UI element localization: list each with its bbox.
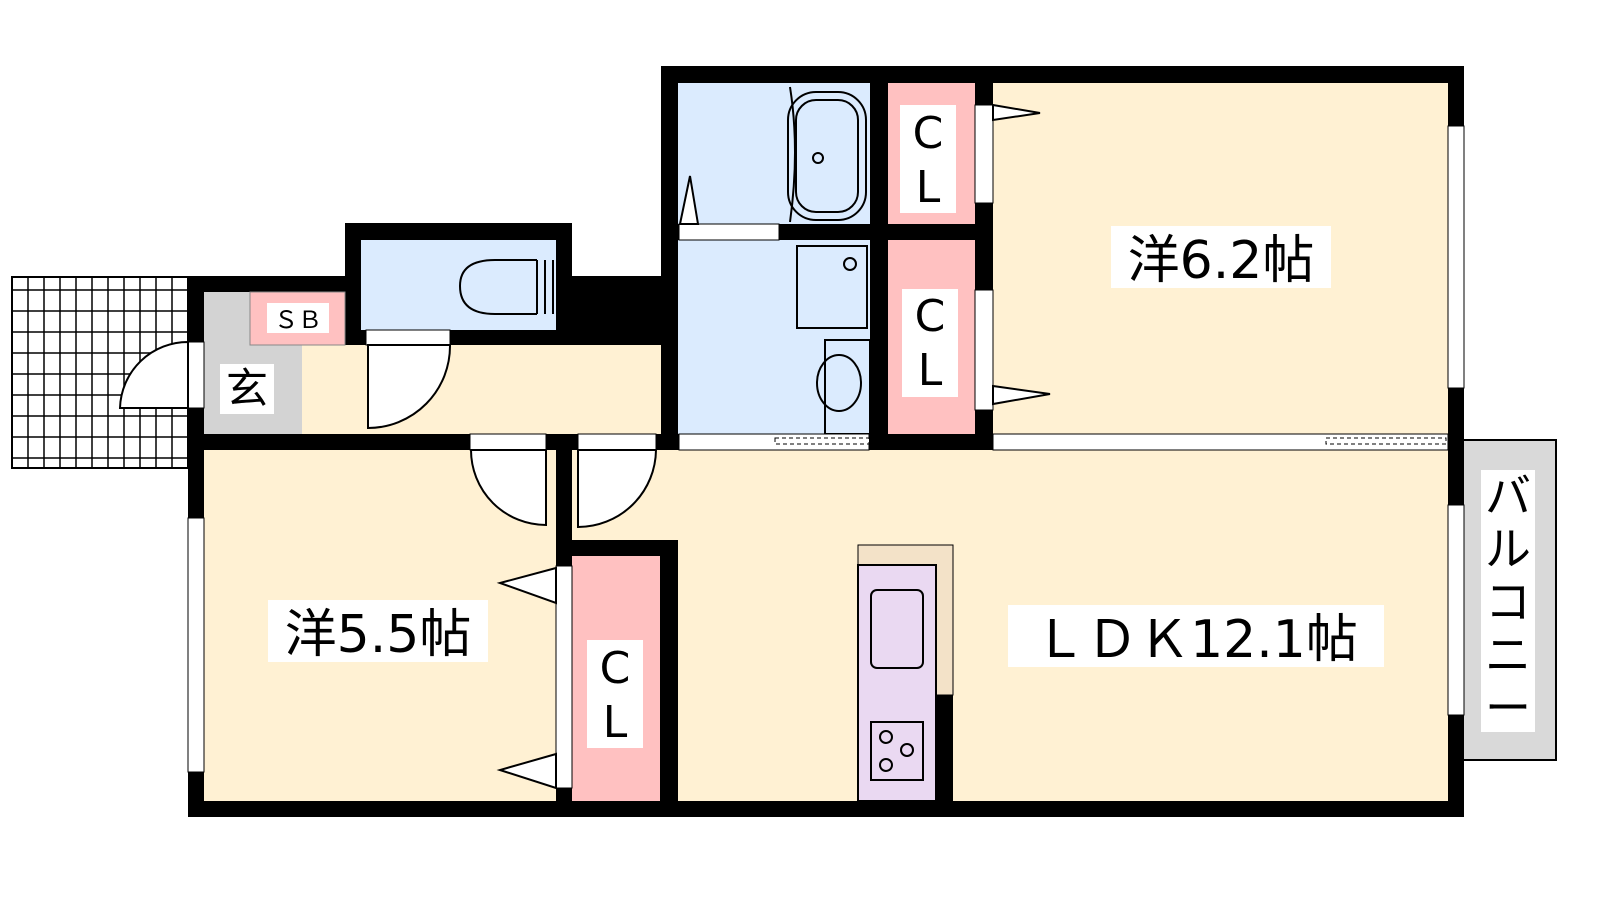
- western-room-2-label: 洋5.5帖: [285, 605, 472, 665]
- doors: [118, 103, 1465, 790]
- toilet-room: [361, 240, 556, 330]
- svg-text:コ: コ: [1485, 575, 1531, 629]
- kitchen-counter: [857, 544, 954, 802]
- sink-icon: [870, 589, 924, 669]
- svg-text:バ: バ: [1485, 469, 1531, 523]
- svg-text:ル: ル: [1485, 522, 1531, 576]
- bathtub-icon: [787, 86, 867, 223]
- bathroom: [678, 83, 870, 224]
- closet-3-label: C L: [587, 640, 643, 748]
- washing-machine-icon: [796, 245, 868, 329]
- svg-text:L: L: [918, 345, 943, 396]
- toilet-icon: [458, 259, 554, 315]
- closet-1-label: C L: [900, 105, 956, 213]
- balcony-label: バ ル コ ニ ー: [1485, 469, 1531, 735]
- ldk-label: ＬＤＫ12.1帖: [1034, 610, 1358, 670]
- entrance-label: 玄: [226, 364, 268, 413]
- svg-text:L: L: [916, 162, 941, 213]
- svg-text:ニ: ニ: [1485, 628, 1531, 682]
- svg-text:C: C: [600, 643, 631, 694]
- western-room-1-label: 洋6.2帖: [1128, 231, 1315, 291]
- svg-text:L: L: [603, 697, 628, 748]
- svg-text:ー: ー: [1485, 681, 1531, 735]
- svg-text:C: C: [913, 108, 944, 159]
- washroom: [678, 240, 870, 434]
- shoe-box-label: ＳＢ: [274, 306, 322, 334]
- hallway: [302, 345, 661, 434]
- stove-icon: [870, 721, 924, 781]
- closet-2-label: C L: [902, 289, 958, 397]
- svg-text:C: C: [915, 291, 946, 342]
